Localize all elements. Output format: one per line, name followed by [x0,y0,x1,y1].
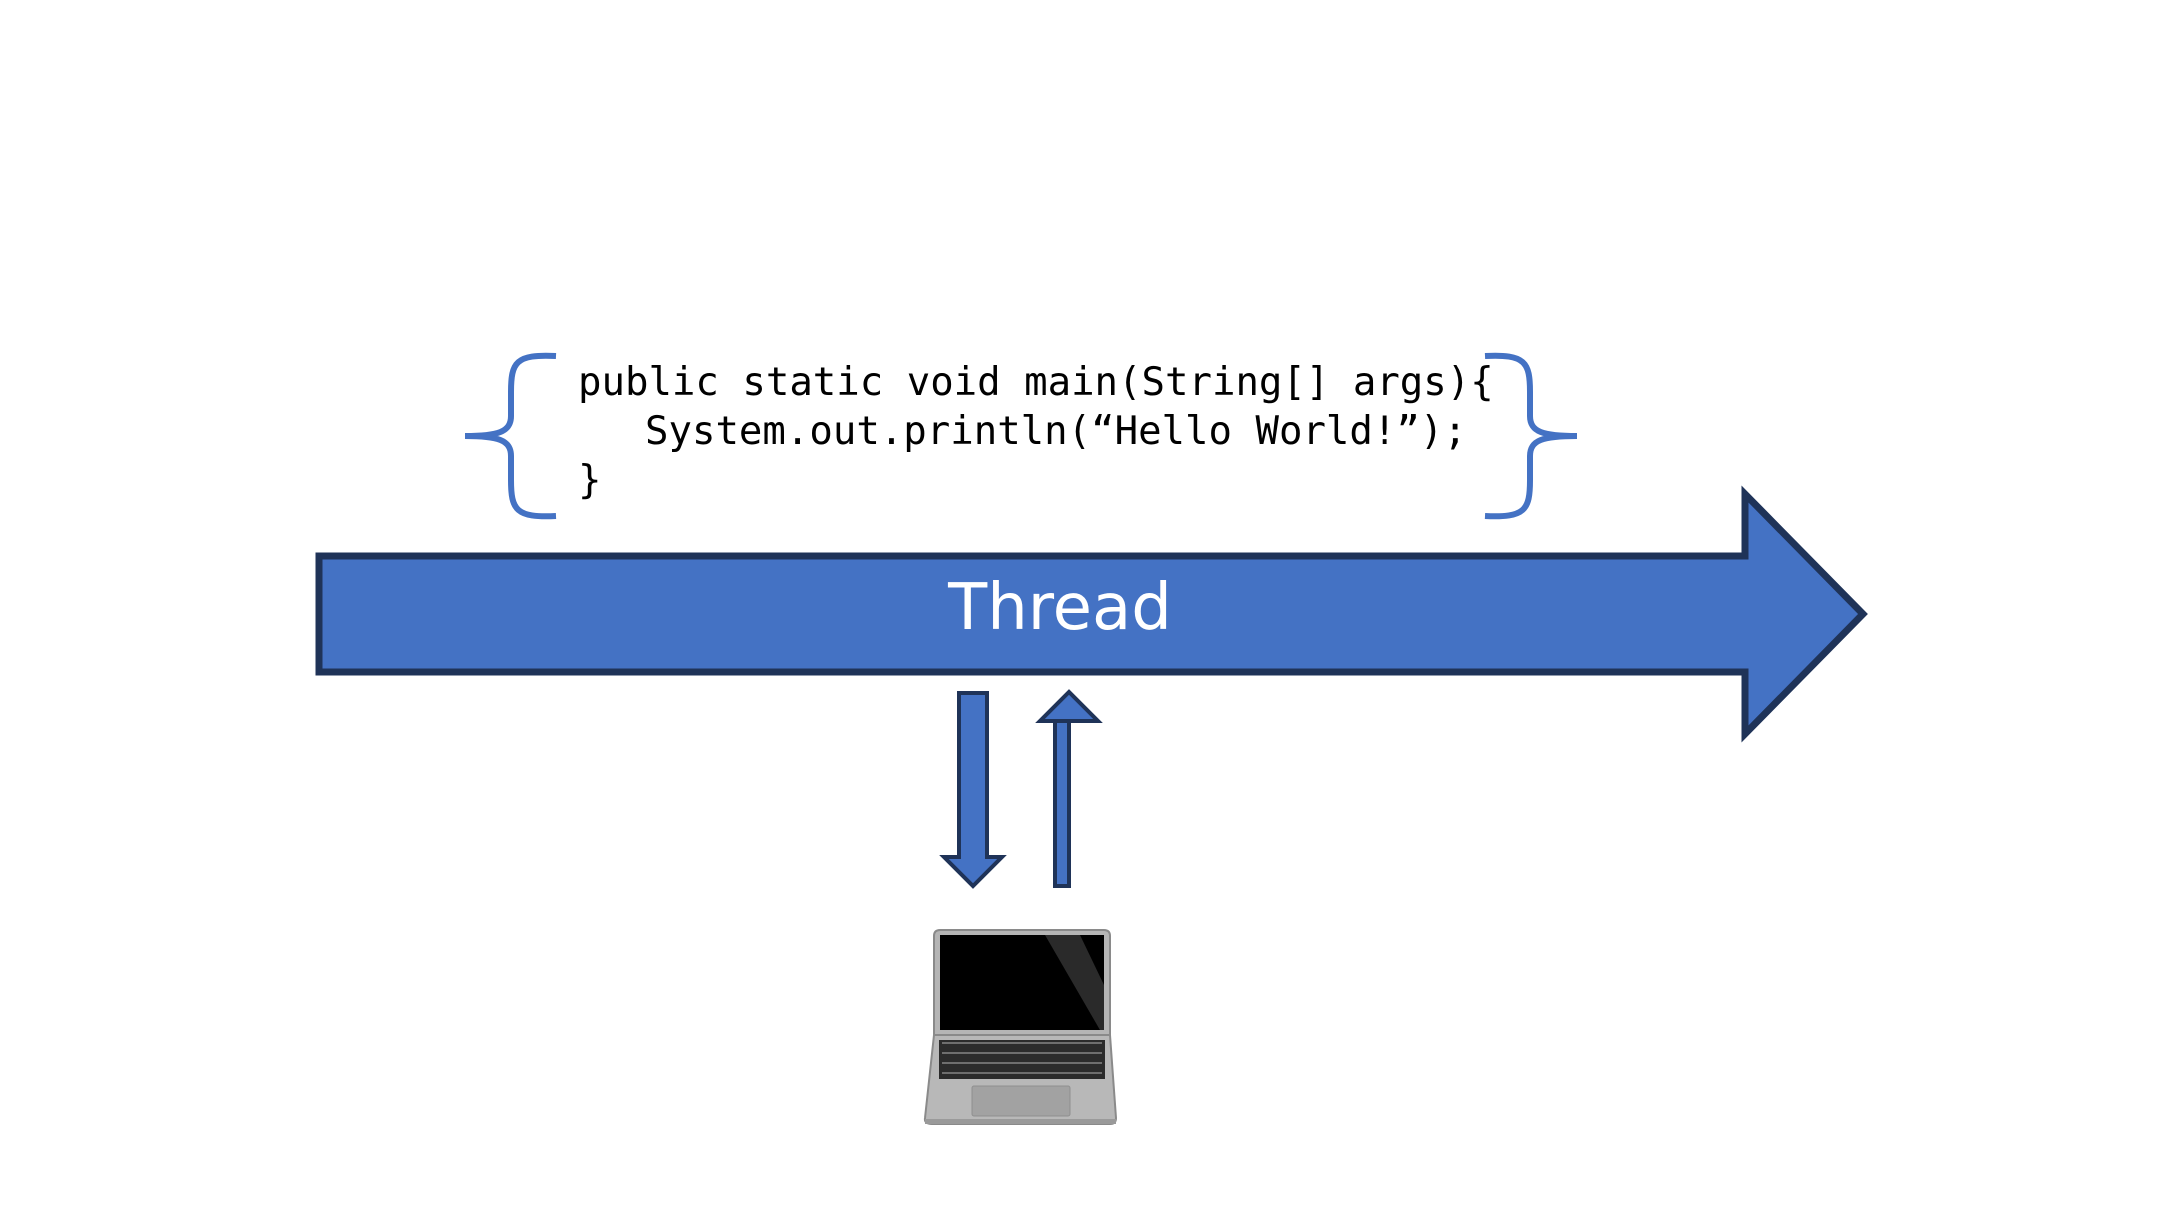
left-curly-brace-icon [464,352,557,520]
code-block: public static void main(String[] args){S… [578,358,1494,505]
up-arrow-icon [1035,689,1103,888]
code-line-3: } [578,458,602,503]
right-curly-brace-icon [1484,352,1578,520]
thread-label: Thread [948,571,1172,645]
code-line-2-wrapper: System.out.println(“Hello World!”); [578,407,1494,456]
down-arrow-icon [939,691,1007,889]
code-line-1: public static void main(String[] args){ [578,360,1494,405]
code-line-2: System.out.println(“Hello World!”); [645,409,1467,454]
thread-arrow [315,485,1868,743]
laptop-icon [923,929,1118,1125]
